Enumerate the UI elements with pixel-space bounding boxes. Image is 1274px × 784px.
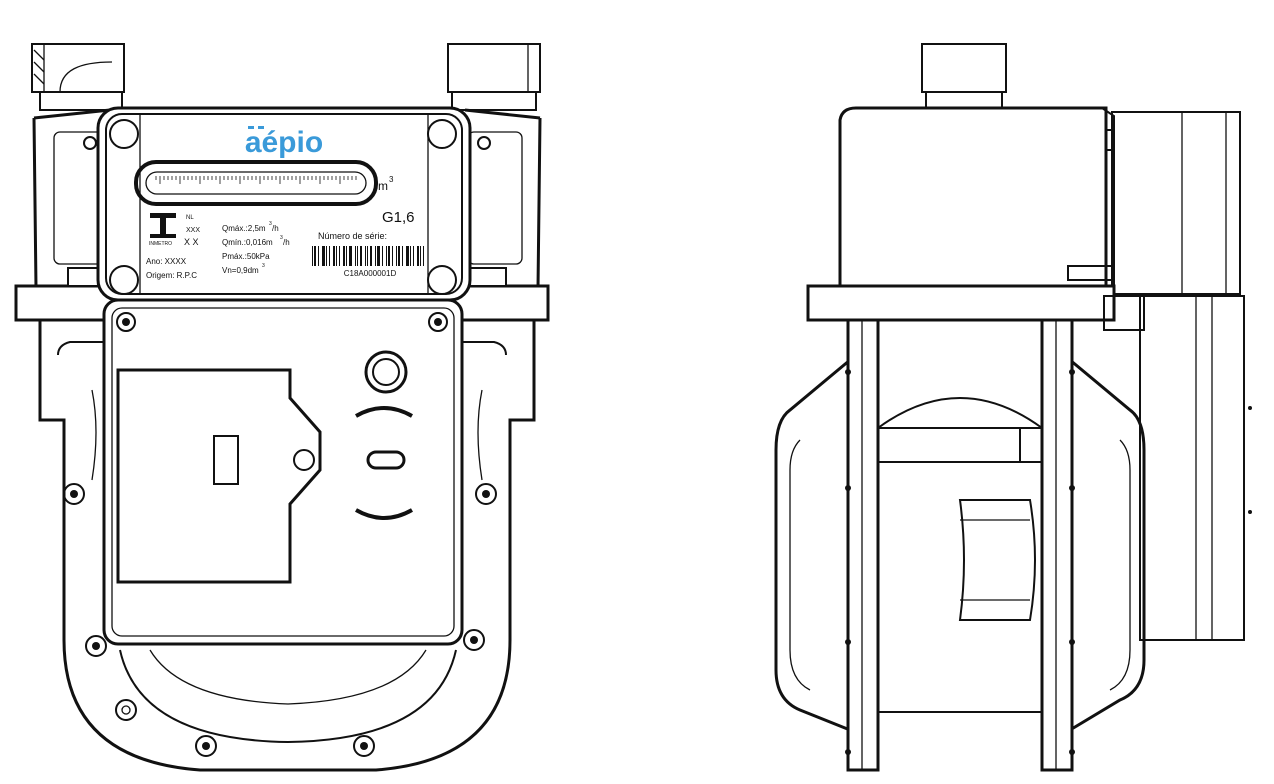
button-ring-icon	[364, 350, 408, 394]
outlet-fitting	[447, 43, 541, 111]
screw-icon	[83, 136, 97, 150]
vn-exp: 3	[262, 263, 265, 269]
signal-arc-icon	[355, 508, 413, 520]
pmax-label: Pmáx.:50kPa	[222, 252, 270, 261]
unit-exponent: 3	[389, 175, 394, 184]
qmin-label: Qmín.:0,016m	[222, 238, 273, 247]
brand-logo: aépio	[245, 126, 323, 159]
upper-housing	[32, 108, 542, 289]
screw-icon	[477, 136, 491, 150]
year-label: Ano: XXXX	[146, 257, 187, 266]
seal-hole-icon	[293, 449, 315, 471]
side-electronics-box	[1111, 111, 1241, 295]
battery-compartment	[116, 368, 322, 584]
side-view	[774, 43, 1252, 772]
inmetro-top: NL	[186, 215, 194, 221]
corner-screw-icon	[109, 119, 139, 149]
side-body	[774, 358, 1146, 732]
serial-number: C18A000001D	[344, 269, 397, 278]
access-slot	[213, 435, 239, 485]
qmax-exp: 3	[269, 221, 272, 227]
right-rail	[1040, 318, 1074, 772]
side-flange	[806, 284, 1116, 322]
signal-arc-icon	[355, 406, 413, 418]
inmetro-word: INMETRO	[149, 241, 172, 247]
left-rail	[846, 318, 880, 772]
inmetro-icon	[150, 213, 176, 238]
side-upper-housing	[838, 106, 1108, 292]
inmetro-bot: X X	[184, 237, 199, 247]
inlet-fitting	[31, 43, 125, 111]
rail-rivets	[845, 369, 1075, 755]
lower-body	[38, 320, 536, 772]
serial-label: Número de série:	[318, 231, 387, 241]
optical-port-icon	[366, 450, 406, 470]
counter-ticks	[155, 176, 357, 184]
qmin-exp: 3	[280, 235, 283, 241]
valve-body	[958, 499, 1036, 621]
side-lower-box	[1139, 295, 1245, 641]
qmax-label: Qmáx.:2,5m	[222, 224, 266, 233]
inmetro-mid: XXX	[186, 227, 200, 234]
qmax-tail: /h	[272, 224, 279, 233]
side-fitting	[921, 43, 1007, 93]
origin-label: Origem: R.P.C	[146, 271, 197, 280]
unit-label: m	[378, 179, 388, 193]
body-screws	[63, 483, 497, 757]
barcode-icon	[312, 246, 424, 266]
electronics-cover	[102, 298, 464, 646]
vn-label: Vn=0,9dm	[222, 266, 259, 275]
counter-window	[134, 160, 378, 206]
model-label: G1,6	[382, 209, 415, 226]
diaphragm-dome	[877, 397, 1043, 429]
corner-screw-icon	[109, 265, 139, 295]
qmin-tail: /h	[283, 238, 290, 247]
label-text: aépio m 3 G1,6 NL XXX X X INMETRO Qmáx.:…	[146, 126, 424, 280]
